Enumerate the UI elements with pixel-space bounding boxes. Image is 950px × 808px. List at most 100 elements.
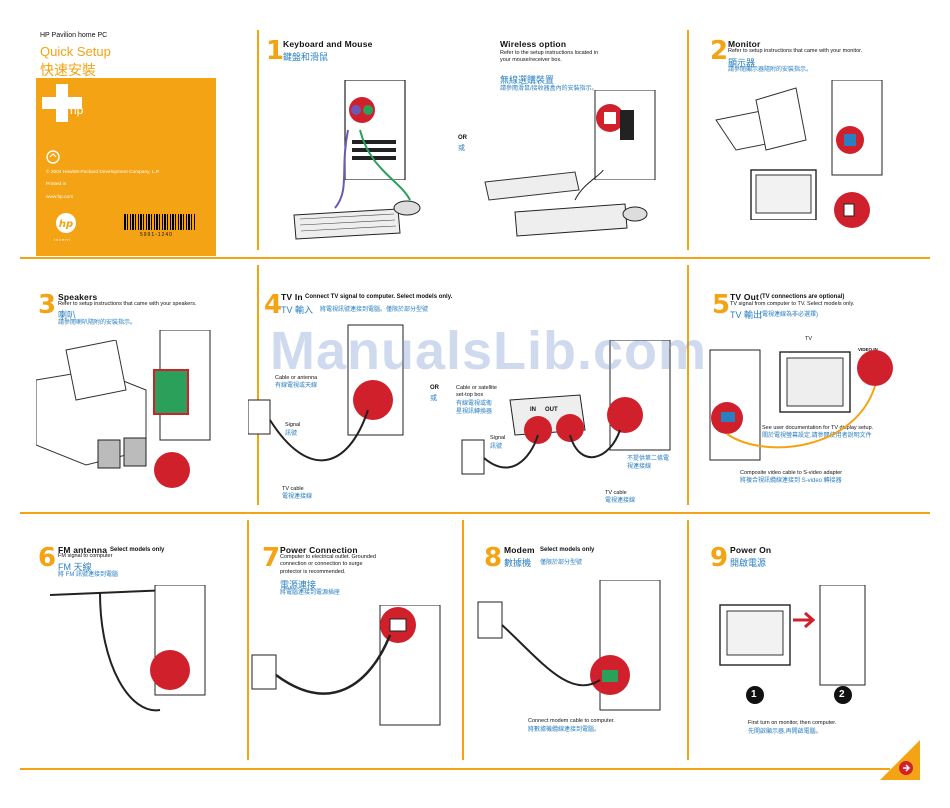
- barcode-bar: [175, 214, 176, 230]
- divider-v7: [687, 520, 689, 760]
- video-in-label: VIDEO IN: [858, 347, 878, 352]
- speaker-port-icon: [153, 330, 211, 488]
- step-number: 7: [262, 543, 281, 573]
- barcode-bar: [154, 214, 155, 230]
- signal-label-2: Signal: [490, 435, 506, 441]
- divider-h2: [20, 512, 930, 514]
- tv-out-diagram: [709, 349, 893, 461]
- cable-antenna-label: Cable or antenna: [275, 375, 318, 381]
- or-label-cn: 或: [458, 145, 465, 152]
- step-desc: FM signal to computer: [58, 553, 113, 559]
- or-label: OR: [458, 135, 467, 141]
- divider-v1: [257, 30, 259, 250]
- divider-v2: [687, 30, 689, 250]
- out-label: OUT: [545, 407, 558, 413]
- step-desc: Refer to the setup instructions located …: [500, 50, 599, 64]
- step-subtitle: Select models only: [110, 547, 165, 553]
- hp-logo-icon: hp: [56, 213, 76, 233]
- step-two-badge: 2: [839, 689, 845, 700]
- step-title: Power On: [730, 545, 772, 555]
- page-corner-icon: [880, 740, 920, 780]
- divider-h3: [20, 768, 890, 770]
- barcode-bar: [143, 214, 144, 230]
- step-title-cn: 顯示器: [728, 58, 756, 68]
- modem-diagram: [477, 580, 661, 711]
- tv-cable-label-cn-2: 電視連接線: [605, 498, 636, 504]
- step-title: FM antenna: [58, 545, 108, 555]
- signal-label-cn: 訊號: [285, 431, 298, 437]
- step-desc: Refer to setup instructions that came wi…: [728, 48, 863, 54]
- mouse-icon: [393, 200, 421, 216]
- barcode-bar: [148, 214, 150, 230]
- barcode-bar: [127, 214, 128, 230]
- step-title: Wireless option: [500, 39, 567, 49]
- barcode-bar: [183, 214, 184, 230]
- step-desc-cn: 將 FM 訊號連接到電腦: [58, 572, 118, 578]
- wireless-tower-icon: [594, 90, 656, 180]
- barcode-bar: [138, 214, 139, 230]
- keyboard-icon: [293, 208, 401, 240]
- step-desc-cn: (電視連線為非必選擇): [760, 312, 818, 318]
- step-desc-cn: 請參閱顯示器隨附的安裝指示。: [728, 67, 813, 73]
- step-title: Monitor: [728, 39, 761, 49]
- barcode-bar: [178, 214, 179, 230]
- step-title-cn: 喇叭: [58, 310, 77, 320]
- ps2-cables: [334, 129, 411, 209]
- barcode-bar: [167, 214, 168, 230]
- monitor-port-tower-icon: [831, 80, 883, 228]
- step-subtitle: Connect TV signal to computer. Select mo…: [305, 294, 453, 300]
- divider-h1: [20, 257, 930, 259]
- svg-text:hp: hp: [59, 219, 73, 230]
- or-label-2: OR: [430, 385, 439, 391]
- barcode-bar: [156, 214, 158, 230]
- tv-label: TV: [805, 336, 813, 342]
- divider-v5: [247, 520, 249, 760]
- power-on-diagram: [719, 585, 866, 704]
- power-diagram: [251, 605, 441, 726]
- speaker-box-icon: [36, 340, 147, 469]
- settop-box-icon: [461, 340, 671, 475]
- tv-in-diagram: [248, 324, 404, 462]
- power-note: First turn on monitor, then computer.: [748, 720, 837, 726]
- step-number: 9: [710, 543, 729, 573]
- tv-cable-label-cn: 電視連接線: [282, 494, 313, 500]
- cover-title: Quick Setup: [40, 44, 111, 59]
- in-label: IN: [530, 407, 536, 413]
- step-title-cn: TV 輸出: [730, 310, 763, 320]
- step-desc-cn: 將電視訊號連接到電腦。僅限於部分型號: [320, 307, 429, 313]
- power-note-cn: 先開啟顯示器,再開啟電腦。: [748, 729, 822, 735]
- step-title-cn: 數據機: [504, 558, 532, 568]
- cover-hp-sub: hp: [70, 103, 84, 117]
- step-number: 5: [712, 290, 731, 320]
- step-desc-cn: 請參閱滑鼠/接收器盒內的安裝指示。: [500, 86, 598, 92]
- step-number: 3: [38, 290, 57, 320]
- step-number: 6: [38, 543, 57, 573]
- step-title-cn: 開啟電源: [730, 558, 767, 568]
- step-title-cn: FM 天線: [58, 562, 92, 572]
- step-desc: Computer to electrical outlet. Grounded …: [280, 554, 376, 575]
- watermark: ManualsLib.com: [270, 321, 708, 381]
- barcode-icon: [124, 214, 195, 230]
- step-desc: Refer to setup instructions that came wi…: [58, 301, 197, 307]
- barcode-bar: [132, 214, 134, 230]
- or-label-cn-2: 或: [430, 395, 437, 402]
- computer-tower-icon: [344, 80, 406, 180]
- step-desc: TV signal from computer to TV. Select mo…: [730, 301, 855, 307]
- barcode-bar: [172, 214, 174, 230]
- cover-title-cn: 快速安裝: [40, 62, 96, 78]
- divider-v6: [462, 520, 464, 760]
- barcode-bar: [162, 214, 163, 230]
- cable-antenna-label-cn: 有線電視或天線: [275, 383, 318, 389]
- barcode-bar: [130, 214, 131, 230]
- barcode-bar: [180, 214, 182, 230]
- step-title: Speakers: [58, 292, 98, 302]
- modem-note-cn: 將數據機纜線連接到電腦。: [528, 727, 601, 733]
- step-number: 4: [264, 290, 283, 320]
- step-title-cn: TV 輸入: [281, 305, 314, 315]
- signal-label-cn-2: 訊號: [490, 444, 503, 450]
- step-number: 8: [484, 543, 503, 573]
- barcode-bar: [159, 214, 160, 230]
- step-subtitle: (TV connections are optional): [760, 294, 845, 300]
- step-title: TV Out: [730, 292, 760, 302]
- svideo-label: Composite video cable to S-video adapter: [740, 470, 843, 476]
